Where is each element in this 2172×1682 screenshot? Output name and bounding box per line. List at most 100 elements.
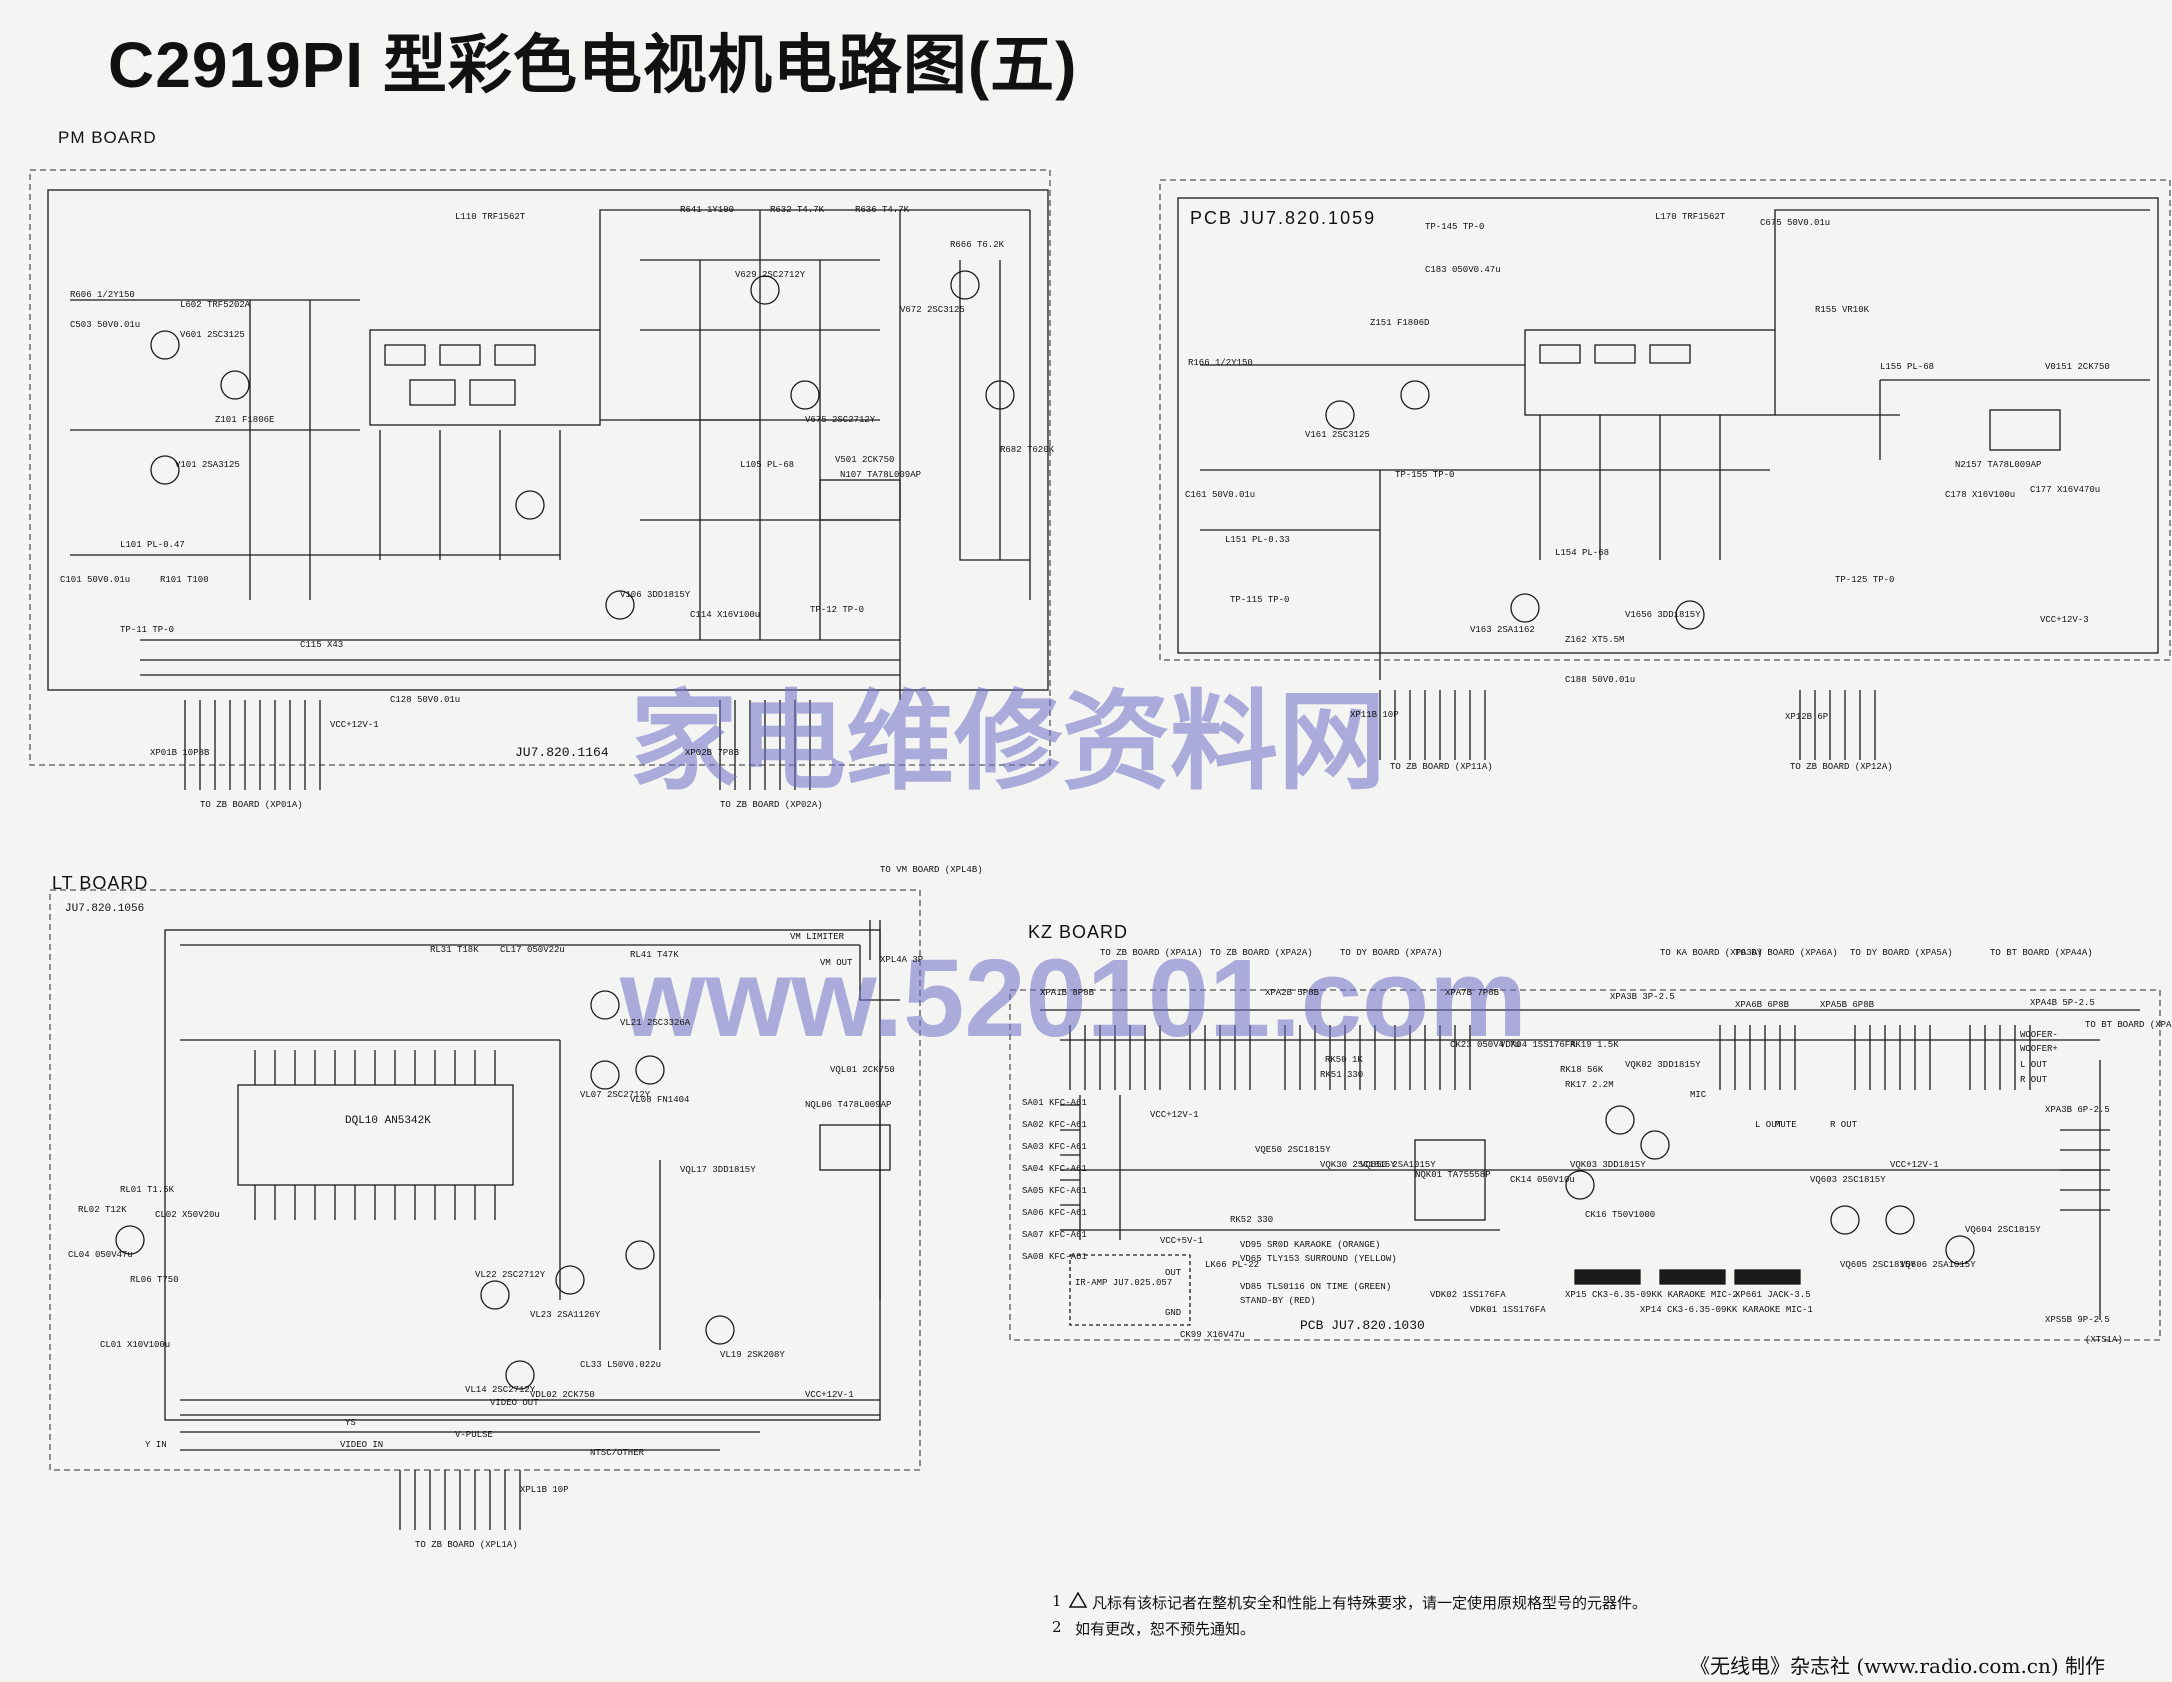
- lt-signal-label: YS: [345, 1418, 356, 1428]
- kz-part-label: VQ604 2SC1815Y: [1965, 1225, 2041, 1235]
- pcb1059-part-label: TP-145 TP-0: [1425, 222, 1485, 232]
- kz-signal-label: OUT: [1165, 1268, 1182, 1278]
- pcb1059-ic-block: [1524, 329, 1776, 416]
- kz-board-frame: [1009, 989, 2161, 1341]
- lt-connector-2-dest: TO ZB BOARD (XPL1A): [415, 1540, 518, 1550]
- pcb1059-part-label: Z151 F1806D: [1370, 318, 1430, 328]
- kz-part-label: VQ605 2SC1815Y: [1840, 1260, 1916, 1270]
- lt-part-label: VL21 2SC3326A: [620, 1018, 691, 1028]
- kz-part-label: RK51 330: [1320, 1070, 1364, 1080]
- pcb1059-part-label: N2157 TA78L009AP: [1955, 460, 2042, 470]
- pm-board-frame: [29, 169, 1051, 766]
- lt-regulator: [819, 1124, 891, 1171]
- pm-part-label: N107 TA78L009AP: [840, 470, 922, 480]
- pm-part-label: L602 TRF5202A: [180, 300, 251, 310]
- kz-part-label: VQ603 2SC1815Y: [1810, 1175, 1886, 1185]
- pm-part-label: L110 TRF1562T: [455, 212, 526, 222]
- kz-part-label: RK17 2.2M: [1565, 1080, 1614, 1090]
- kz-jack-label: XP661 JACK-3.5: [1735, 1290, 1811, 1300]
- lt-part-label: VL23 2SA1126Y: [530, 1310, 601, 1320]
- kz-part-label: RK18 56K: [1560, 1065, 1604, 1075]
- pcb1059-part-label: L170 TRF1562T: [1655, 212, 1726, 222]
- lt-part-label: VL22 2SC2712Y: [475, 1270, 546, 1280]
- pm-part-label: R606 1/2Y150: [70, 290, 135, 300]
- kz-signal-label: R OUT: [1830, 1120, 1858, 1130]
- kz-switch-label: SA03 KFC-A61: [1022, 1142, 1087, 1152]
- kz-signal-label: VCC+12V-1: [1150, 1110, 1199, 1120]
- kz-signal-label: VCC+5V-1: [1160, 1236, 1204, 1246]
- kz-part-label: VDK01 1SS176FA: [1470, 1305, 1546, 1315]
- kz-indicator-label: VD95 SR0D KARAOKE (ORANGE): [1240, 1240, 1381, 1250]
- kz-connector-7-dest: TO BT BOARD (XPA4A): [1990, 948, 2093, 958]
- kz-connector-4-dest: TO KA BOARD (XPA3A): [1660, 948, 1763, 958]
- kz-board-code: PCB JU7.820.1030: [1300, 1318, 1425, 1333]
- pcb1059-regulator: [1989, 409, 2061, 451]
- lt-signal-label: NTSC/OTHER: [590, 1448, 645, 1458]
- kz-part-label: CK23 050V4.7u: [1450, 1040, 1521, 1050]
- kz-indicator-label: VD85 TLS0116 ON TIME (GREEN): [1240, 1282, 1392, 1292]
- kz-ir-amp-box: [1069, 1254, 1191, 1326]
- lt-signal-label: Y IN: [145, 1440, 167, 1450]
- lt-part-label: VDL02 2CK750: [530, 1390, 595, 1400]
- kz-switch-label: SA08 KFC-A61: [1022, 1252, 1087, 1262]
- lt-signal-label: VM LIMITER: [790, 932, 845, 942]
- kz-part-label: RK19 1.5K: [1570, 1040, 1619, 1050]
- kz-connector-2-dest: TO ZB BOARD (XPA2A): [1210, 948, 1313, 958]
- kz-part-label: VQK03 3DD1815Y: [1570, 1160, 1646, 1170]
- pcb1059-part-label: L154 PL-68: [1555, 548, 1610, 558]
- kz-part-label: VQE50 2SC1815Y: [1255, 1145, 1331, 1155]
- pm-part-label: TP-12 TP-0: [810, 605, 865, 615]
- pcb1059-part-label: TP-125 TP-0: [1835, 575, 1895, 585]
- lt-part-label: NQL06 T478L009AP: [805, 1100, 892, 1110]
- kz-ic-label: NQK01 TA75558P: [1415, 1170, 1491, 1180]
- kz-part-label: VDK04 1SS176FA: [1500, 1040, 1576, 1050]
- lt-part-label: RL02 T12K: [78, 1205, 127, 1215]
- pm-part-label: V629 2SC2712Y: [735, 270, 806, 280]
- kz-connector-9-dest: (XTS1A): [2085, 1335, 2123, 1345]
- pm-board-code: JU7.820.1164: [515, 745, 609, 760]
- kz-part-label: VQK02 3DD1815Y: [1625, 1060, 1701, 1070]
- pcb1059-part-label: C178 X16V100u: [1945, 490, 2016, 500]
- kz-indicator-label: STAND-BY (RED): [1240, 1296, 1316, 1306]
- pm-ic-block: [369, 329, 601, 426]
- lt-part-label: CL02 X50V20u: [155, 1210, 220, 1220]
- page-title: C2919PI 型彩色电视机电路图(五): [108, 29, 1078, 101]
- pcb1059-part-label: Z162 XT5.5M: [1565, 635, 1625, 645]
- kz-part-label: VQ650 2SA1015Y: [1360, 1160, 1436, 1170]
- pcb1059-part-label: C675 50V0.01u: [1760, 218, 1831, 228]
- lt-part-label: RL31 T18K: [430, 945, 479, 955]
- pcb1059-part-label: VCC+12V-3: [2040, 615, 2089, 625]
- lt-part-label: RL01 T1.5K: [120, 1185, 175, 1195]
- pm-part-label: C503 50V0.01u: [70, 320, 141, 330]
- pcb1059-connector-2-dest: TO ZB BOARD (XP12A): [1790, 762, 1893, 772]
- pm-part-label: L105 PL-68: [740, 460, 795, 470]
- kz-signal-label: WOOFER-: [2020, 1030, 2058, 1040]
- lt-board-label: LT BOARD: [52, 873, 149, 893]
- kz-switch-label: SA04 KFC-A61: [1022, 1164, 1087, 1174]
- lt-ic-label: DQL10 AN5342K: [345, 1115, 431, 1127]
- pm-part-label: R682 T620K: [1000, 445, 1055, 455]
- pm-part-label: C128 50V0.01u: [390, 695, 461, 705]
- pcb1059-part-label: C161 50V0.01u: [1185, 490, 1256, 500]
- lt-signal-label: V-PULSE: [455, 1430, 493, 1440]
- lt-part-label: VQL17 3DD1815Y: [680, 1165, 756, 1175]
- kz-part-label: CK16 T50V1000: [1585, 1210, 1656, 1220]
- lt-board-frame: [49, 889, 921, 1471]
- lt-part-label: RL41 T47K: [630, 950, 679, 960]
- pm-part-label: V106 3DD1815Y: [620, 590, 691, 600]
- pcb1059-part-label: C183 050V0.47u: [1425, 265, 1501, 275]
- pcb1059-frame: [1159, 179, 2171, 661]
- kz-signal-label: VCC+12V-1: [1890, 1160, 1939, 1170]
- pm-board-label: PM BOARD: [58, 128, 157, 147]
- kz-connector-1-dest: TO ZB BOARD (XPA1A): [1100, 948, 1203, 958]
- pm-part-label: R641 1Y100: [680, 205, 735, 215]
- kz-signal-label: GND: [1165, 1308, 1182, 1318]
- kz-part-label: VDK02 1SS176FA: [1430, 1290, 1506, 1300]
- lt-part-label: RL06 T750: [130, 1275, 179, 1285]
- pm-part-label: V601 2SC3125: [180, 330, 245, 340]
- pm-connector-2-dest: TO ZB BOARD (XP02A): [720, 800, 823, 810]
- kz-connector-8-name: XPA3B 6P-2.5: [2045, 1105, 2110, 1115]
- kz-indicator-label: VD65 TLY153 SURROUND (YELLOW): [1240, 1254, 1397, 1264]
- kz-switch-label: SA01 KFC-A61: [1022, 1098, 1087, 1108]
- pcb1059-connector-1-name: XP11B 10P: [1350, 710, 1399, 720]
